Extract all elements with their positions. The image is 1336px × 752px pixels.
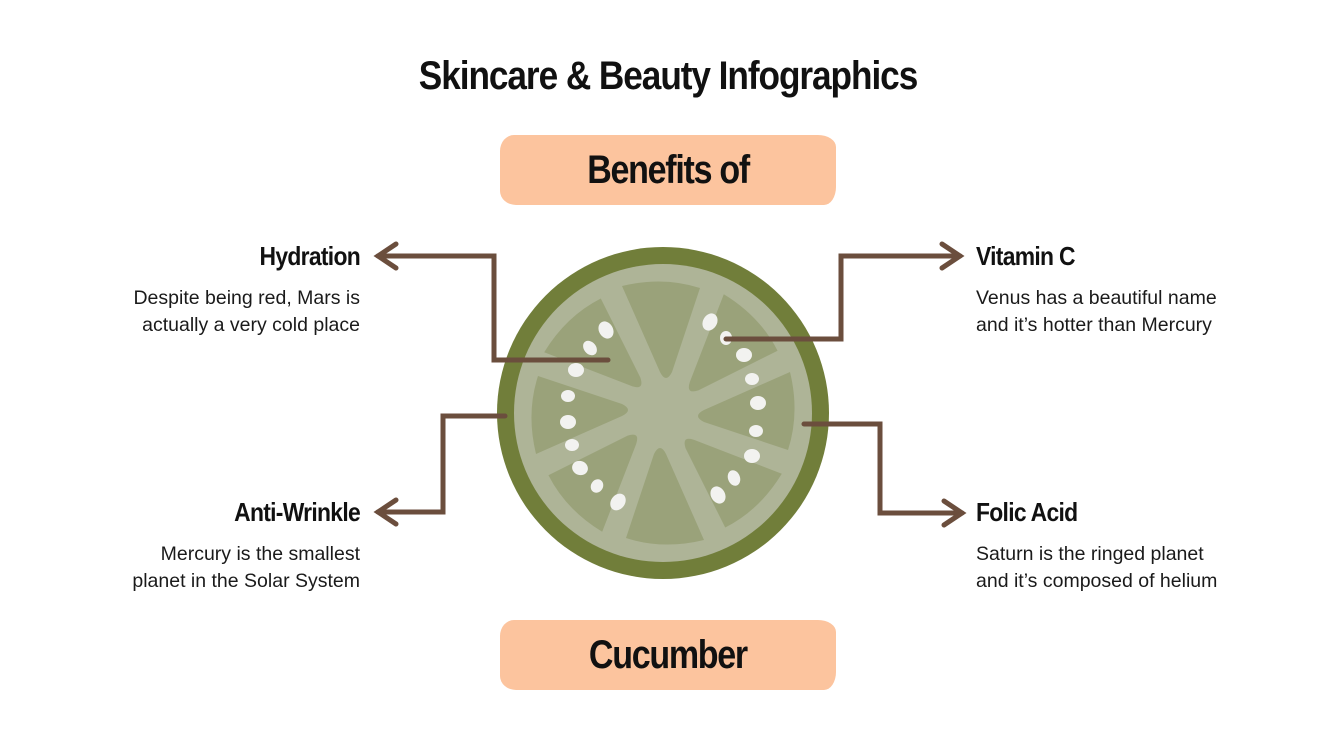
benefit-description: Venus has a beautiful name and it’s hott… [976, 285, 1276, 339]
benefit-description: Mercury is the smallest planet in the So… [60, 541, 360, 595]
arrow-folic-acid [801, 421, 965, 516]
benefit-folic-acid: Folic Acid Saturn is the ringed planet a… [976, 497, 1276, 595]
benefit-heading: Hydration [259, 241, 361, 271]
description-line: Despite being red, Mars is [133, 287, 360, 309]
cucumber-slice-icon [497, 247, 829, 579]
arrowhead-anti-wrinkle-icon [373, 497, 399, 527]
benefit-vitamin-c: Vitamin C Venus has a beautiful name and… [976, 241, 1276, 339]
benefit-description: Saturn is the ringed planet and it’s com… [976, 541, 1276, 595]
arrowhead-vitamin-c-icon [939, 241, 965, 271]
banner-top-label: Benefits of [587, 147, 750, 192]
benefit-description: Despite being red, Mars is actually a ve… [60, 285, 360, 339]
arrowhead-hydration-icon [373, 241, 399, 271]
description-line: Mercury is the smallest [160, 543, 360, 565]
arrow-hydration [375, 253, 611, 363]
arrow-anti-wrinkle [375, 413, 508, 515]
arrowhead-folic-acid-icon [941, 498, 967, 528]
benefit-anti-wrinkle: Anti-Wrinkle Mercury is the smallest pla… [60, 497, 360, 595]
page-title: Skincare & Beauty Infographics [418, 54, 918, 98]
description-line: Venus has a beautiful name [976, 287, 1217, 309]
banner-bottom-label: Cucumber [589, 632, 748, 677]
benefit-heading: Folic Acid [976, 497, 1078, 527]
benefit-heading: Anti-Wrinkle [234, 497, 361, 527]
banner-benefits-of: Benefits of [500, 135, 836, 205]
arrow-vitamin-c [723, 253, 963, 342]
benefit-hydration: Hydration Despite being red, Mars is act… [60, 241, 360, 339]
description-line: and it’s hotter than Mercury [976, 314, 1212, 336]
description-line: planet in the Solar System [132, 570, 360, 592]
description-line: and it’s composed of helium [976, 570, 1218, 592]
benefit-heading: Vitamin C [976, 241, 1075, 271]
seeds [560, 313, 766, 511]
banner-cucumber: Cucumber [500, 620, 836, 690]
description-line: Saturn is the ringed planet [976, 543, 1204, 565]
description-line: actually a very cold place [142, 314, 360, 336]
